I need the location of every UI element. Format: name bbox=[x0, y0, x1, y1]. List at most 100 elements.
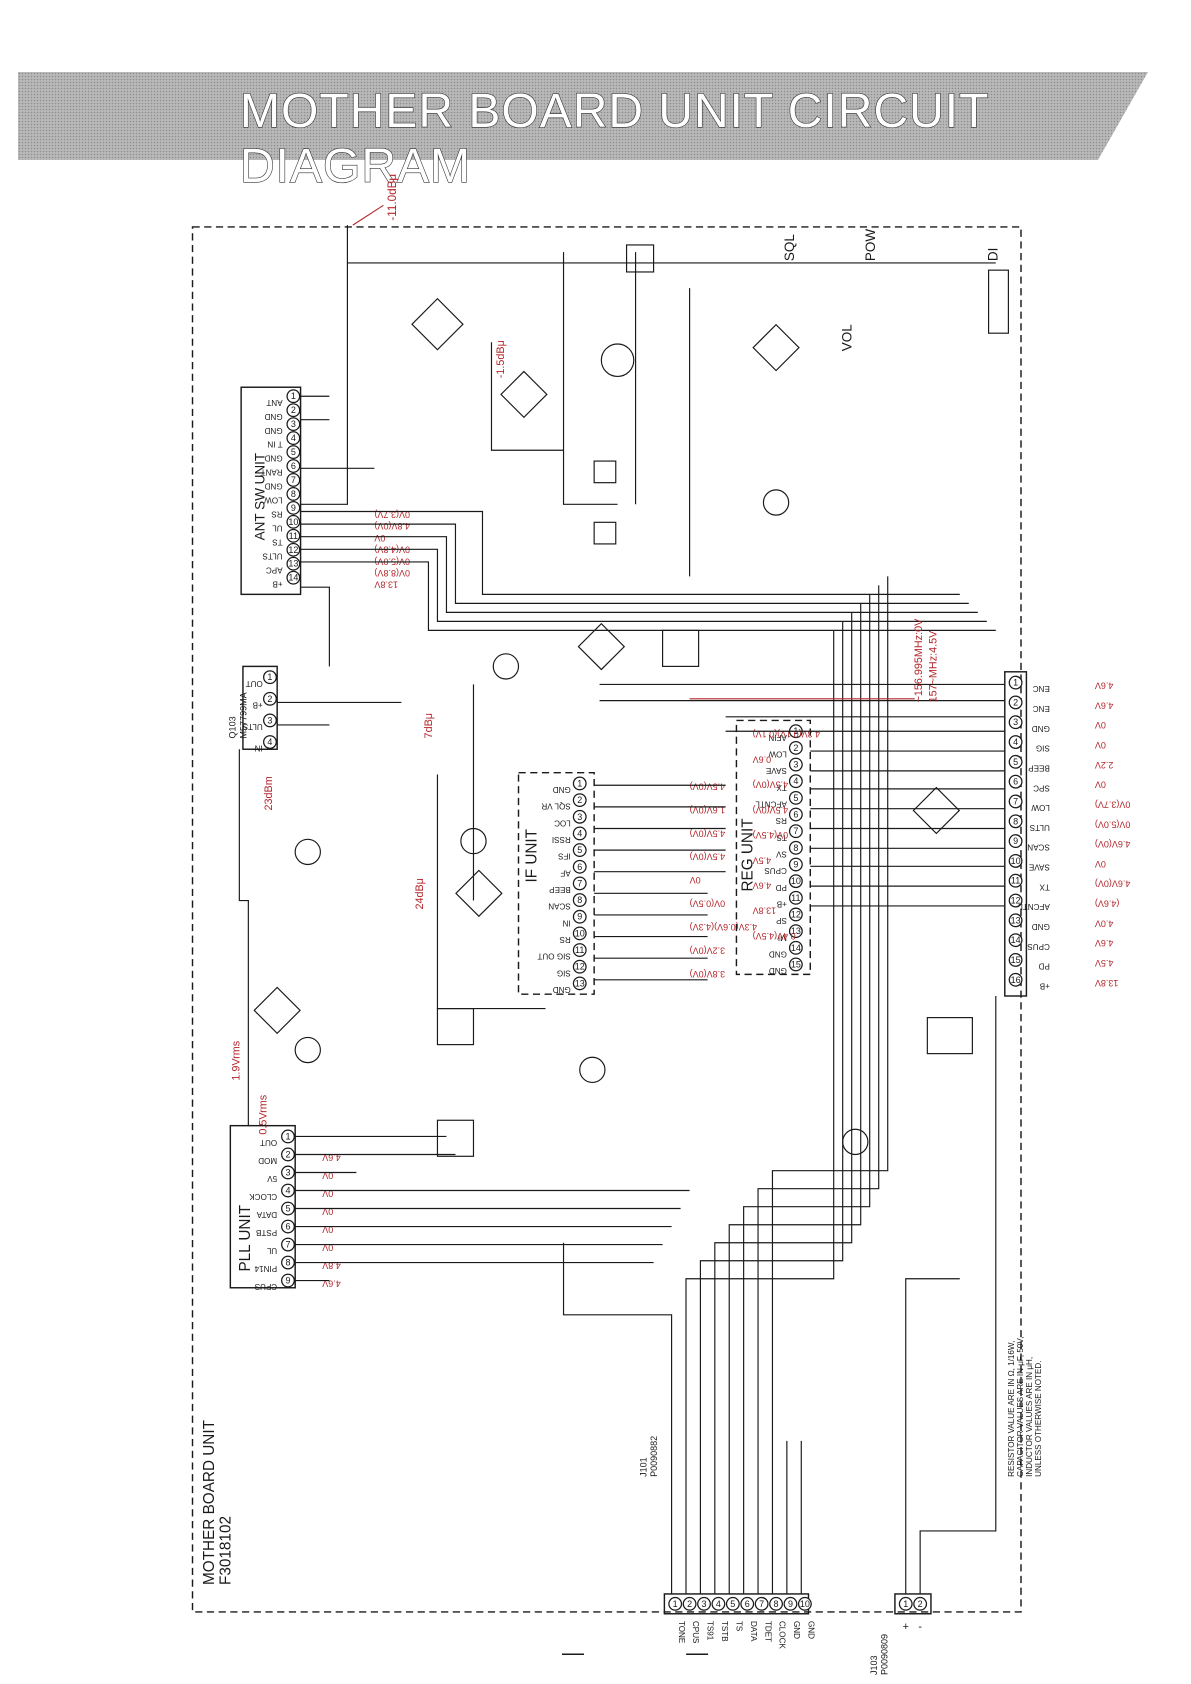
mixer-pin-number: 2 bbox=[267, 694, 272, 704]
ant-sw-voltage: 0V bbox=[374, 533, 385, 543]
ant-sw-pin-label: GND bbox=[264, 412, 282, 421]
value-note: UNLESS OTHERWISE NOTED. bbox=[1034, 1361, 1043, 1477]
reg-voltages: 4.3V(0.1V)(0.1V)0.6V4.5V(0V)4.5V(0V)0V(4… bbox=[753, 729, 821, 941]
if-pin-circle bbox=[572, 893, 587, 908]
j101-pin-number: 1 bbox=[673, 1599, 678, 1609]
if-pin-circle bbox=[572, 776, 587, 791]
pll-voltage: 0V bbox=[322, 1243, 333, 1253]
if-level: 24dBμ bbox=[414, 878, 426, 909]
mixer-pin-number: 4 bbox=[267, 737, 272, 747]
mixer-pin-label: ULTS bbox=[242, 722, 263, 731]
ant-sw-pin-number: 1 bbox=[291, 391, 296, 401]
pll-pin-number: 1 bbox=[285, 1131, 290, 1141]
wiring bbox=[238, 225, 1005, 1594]
ant-sw-pin-label: +B bbox=[272, 579, 282, 588]
pll-pin-circle bbox=[281, 1165, 295, 1180]
j101-pin-circle bbox=[711, 1596, 726, 1611]
if-pin-label: AF bbox=[560, 868, 570, 877]
if-pin-number: 8 bbox=[577, 895, 582, 905]
j103-pin-circle bbox=[898, 1596, 913, 1611]
pll-pin-number: 3 bbox=[285, 1167, 290, 1177]
reg-pin-circle bbox=[788, 774, 803, 789]
pll-voltage: 0V bbox=[322, 1189, 333, 1199]
reg-voltage: 13.8V bbox=[753, 906, 777, 916]
right-connector-pin-circle bbox=[1008, 834, 1023, 849]
reg-pin-label: CPUS bbox=[764, 866, 787, 875]
right-connector-pin-number: 2 bbox=[1013, 697, 1018, 707]
level-annotations: -11.0dBμ -1.5dBμ 23dBm 7dBμ 24dBμ ~156.9… bbox=[230, 174, 939, 1135]
ant-sw-pin-number: 4 bbox=[291, 433, 296, 443]
pll-pin-number: 8 bbox=[285, 1258, 290, 1268]
if-pin-label: SIG bbox=[557, 968, 571, 977]
ant-sw-voltage: 0V(8.8V) bbox=[374, 568, 410, 578]
right-connector-pin-label: SPC bbox=[1033, 783, 1050, 792]
pll-voltage: 4.6V bbox=[322, 1152, 341, 1162]
pll-voltage: 4.8V bbox=[322, 1261, 341, 1271]
reg-pin-number: 13 bbox=[791, 926, 801, 936]
bottom-connector-pins: 1TONE2CPUS3TS914TSTB5TS6DATA7TDET8CLOCK9… bbox=[668, 1596, 815, 1649]
right-connector-pin-circle bbox=[1008, 774, 1023, 789]
ant-sw-pin-circle bbox=[286, 570, 301, 585]
right-connector-pin-label: ULTS bbox=[1029, 823, 1050, 832]
right-connector-pin-circle bbox=[1008, 913, 1023, 928]
if-pin-label: LOC bbox=[554, 818, 571, 827]
right-connector-voltage: 0V bbox=[1095, 859, 1106, 869]
rf-level: 23dBm bbox=[263, 776, 275, 810]
reg-pin-circle bbox=[788, 907, 803, 922]
ant-sw-pin-number: 5 bbox=[291, 447, 296, 457]
right-connector-pin-label: SCAN bbox=[1027, 843, 1050, 852]
if-pin-circle bbox=[572, 876, 587, 891]
reg-voltage: 4.5V(0V) bbox=[753, 780, 789, 790]
value-note: CAPACITOR VALUES ARE IN μF, 50V, bbox=[1016, 1337, 1025, 1477]
j103-pin-label: + bbox=[903, 1621, 909, 1633]
right-connector-pin-circle bbox=[1008, 893, 1023, 908]
reg-voltage: 0V(4.5V) bbox=[753, 830, 789, 840]
right-connector-pin-number: 9 bbox=[1013, 836, 1018, 846]
reg-pin-number: 12 bbox=[791, 909, 801, 919]
reg-pin-circle bbox=[788, 857, 803, 872]
reg-pin-number: 14 bbox=[791, 943, 801, 953]
j101-pin-circle bbox=[783, 1596, 798, 1611]
reg-voltage: 4.6V bbox=[753, 881, 772, 891]
pll-pin-label: UL bbox=[266, 1246, 277, 1255]
pll-pin-label: CPUS bbox=[254, 1282, 277, 1291]
reg-pin-label: GND bbox=[769, 949, 787, 958]
if-pin-circle bbox=[572, 843, 587, 858]
j101-pin-circle bbox=[725, 1596, 740, 1611]
j101-pin-label: DATA bbox=[749, 1621, 758, 1642]
right-connector-pin-circle bbox=[1008, 735, 1023, 749]
mixer-pin-number: 1 bbox=[267, 672, 272, 682]
reg-pin-label: SP bbox=[776, 916, 787, 925]
lo-level: 7dBμ bbox=[423, 713, 435, 738]
ant-sw-pin-label: ANT bbox=[266, 398, 282, 407]
if-pin-circle bbox=[572, 809, 587, 824]
right-connector: 1ENC2ENC3GND4SIG5BEEP6SPC7LOW8ULTS9SCAN1… bbox=[1004, 671, 1130, 997]
right-connector-pin-circle bbox=[1008, 853, 1023, 868]
ant-sw-pin-circle bbox=[286, 431, 301, 446]
if-voltage: 4.5V(0V) bbox=[690, 852, 726, 862]
pll-unit-name: PLL UNIT bbox=[237, 1205, 254, 1272]
j101-pin-label: TDET bbox=[763, 1621, 772, 1642]
if-voltage: 3.8V(0V) bbox=[690, 969, 726, 979]
board-part: F3018102 bbox=[217, 1516, 234, 1585]
if-pin-number: 2 bbox=[577, 795, 582, 805]
if-pin-number: 13 bbox=[575, 978, 585, 988]
if-pin-label: IFS bbox=[558, 852, 571, 861]
j101-part: P0090882 bbox=[649, 1436, 659, 1477]
j101-pin-circle bbox=[769, 1596, 783, 1611]
reg-pin-label: SAVE bbox=[765, 766, 787, 775]
sql-label: SQL bbox=[782, 234, 797, 262]
right-connector-pin-number: 1 bbox=[1013, 678, 1018, 688]
mixer-pin-circle bbox=[263, 691, 277, 706]
reg-pin-number: 4 bbox=[793, 776, 798, 786]
mixer-level: -1.5dBμ bbox=[495, 340, 507, 378]
ant-sw-unit-name: ANT SW UNIT bbox=[253, 453, 268, 541]
right-connector-pin-number: 16 bbox=[1011, 975, 1021, 985]
right-connector-pin-number: 15 bbox=[1011, 955, 1021, 965]
ant-sw-pin-label: TS bbox=[272, 537, 283, 546]
if-pin-circle bbox=[572, 959, 587, 974]
reg-pin-label: TS bbox=[776, 833, 787, 842]
